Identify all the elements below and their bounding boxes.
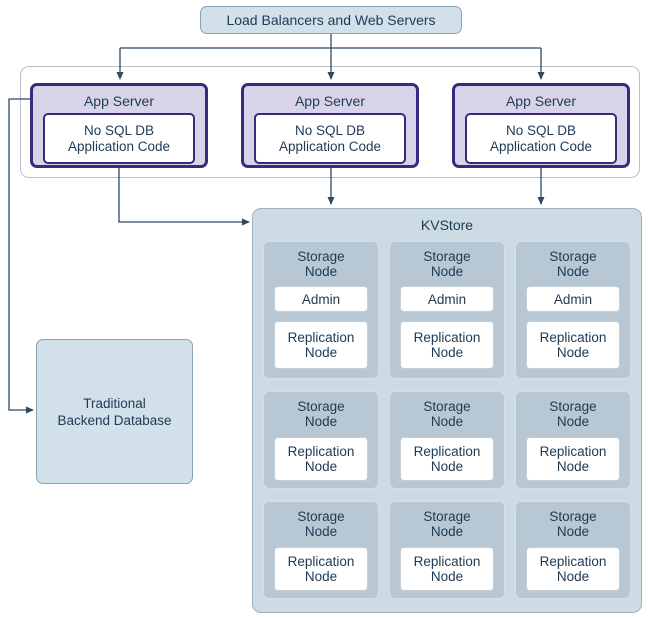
replication-node-box: Replication Node [274,547,368,591]
kvstore-container: KVStore Storage Node Admin Replication N… [252,208,642,613]
load-balancer-label: Load Balancers and Web Servers [226,11,436,28]
replication-node-box: Replication Node [526,321,620,369]
storage-node-1-1: Storage Node Admin Replication Node [263,241,379,379]
storage-node-3-2: Storage Node Replication Node [389,501,505,599]
admin-box: Admin [526,286,620,312]
load-balancer-box: Load Balancers and Web Servers [200,6,462,34]
app-server-1-title: App Server [83,93,155,109]
storage-node-title: Storage Node [297,249,345,279]
storage-node-3-1: Storage Node Replication Node [263,501,379,599]
backend-database-box: Traditional Backend Database [36,339,193,484]
storage-node-2-2: Storage Node Replication Node [389,391,505,489]
replication-node-box: Replication Node [274,437,368,481]
storage-node-title: Storage Node [549,249,597,279]
app-server-1-code-box: No SQL DB Application Code [43,113,195,164]
storage-node-title: Storage Node [297,399,345,429]
replication-node-box: Replication Node [400,321,494,369]
storage-node-2-3: Storage Node Replication Node [515,391,631,489]
storage-node-title: Storage Node [549,509,597,539]
storage-node-1-3: Storage Node Admin Replication Node [515,241,631,379]
storage-node-2-1: Storage Node Replication Node [263,391,379,489]
replication-node-box: Replication Node [274,321,368,369]
admin-box: Admin [400,286,494,312]
storage-node-title: Storage Node [297,509,345,539]
kvstore-title: KVStore [420,217,474,233]
storage-node-title: Storage Node [423,399,471,429]
storage-node-title: Storage Node [423,249,471,279]
replication-node-box: Replication Node [526,547,620,591]
kvstore-row-1: Storage Node Admin Replication Node Stor… [263,241,631,379]
app-server-2: App Server No SQL DB Application Code [241,83,419,168]
storage-node-1-2: Storage Node Admin Replication Node [389,241,505,379]
app-server-3: App Server No SQL DB Application Code [452,83,630,168]
storage-node-title: Storage Node [423,509,471,539]
app-server-3-code-box: No SQL DB Application Code [465,113,617,164]
app-server-3-title: App Server [505,93,577,109]
replication-node-box: Replication Node [400,437,494,481]
storage-node-3-3: Storage Node Replication Node [515,501,631,599]
admin-box: Admin [274,286,368,312]
replication-node-box: Replication Node [400,547,494,591]
storage-node-title: Storage Node [549,399,597,429]
app-server-2-code-box: No SQL DB Application Code [254,113,406,164]
app-server-2-title: App Server [294,93,366,109]
kvstore-row-3: Storage Node Replication Node Storage No… [263,501,631,599]
replication-node-box: Replication Node [526,437,620,481]
kvstore-row-2: Storage Node Replication Node Storage No… [263,391,631,489]
app-server-1: App Server No SQL DB Application Code [30,83,208,168]
